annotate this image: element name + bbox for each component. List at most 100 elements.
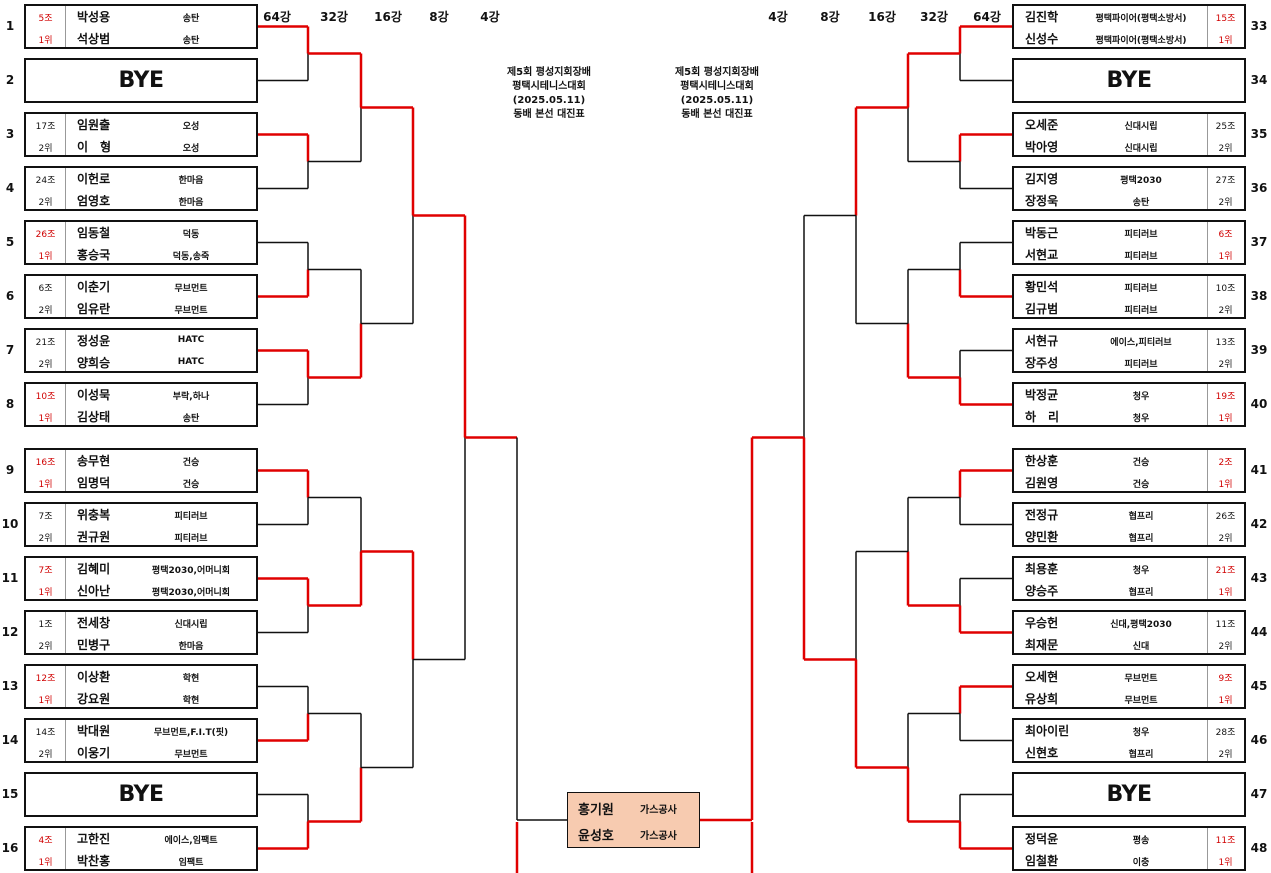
slot-number: 34 bbox=[1250, 73, 1268, 87]
player-name: 강요원 bbox=[77, 692, 111, 706]
round-header-left-4: 4강 bbox=[480, 10, 500, 24]
player-club: 협프리 bbox=[1128, 534, 1154, 544]
player-club: 건승 bbox=[1132, 480, 1150, 490]
player-name: 임원출 bbox=[77, 118, 111, 132]
player-name: 김원영 bbox=[1025, 476, 1059, 490]
rank-label: 1위 bbox=[38, 858, 53, 868]
group-divider bbox=[1207, 450, 1208, 491]
rank-label: 2위 bbox=[38, 144, 53, 154]
player-club: 무브먼트 bbox=[174, 306, 208, 316]
group-label: 7조 bbox=[38, 512, 53, 522]
rank-label: 2위 bbox=[1218, 306, 1233, 316]
player-club: 한마음 bbox=[178, 176, 204, 186]
group-divider bbox=[1207, 6, 1208, 47]
player-name: 서현교 bbox=[1025, 248, 1059, 262]
round-header-right-32: 32강 bbox=[920, 10, 948, 24]
group-label: 21조 bbox=[1215, 566, 1236, 576]
group-label: 4조 bbox=[38, 836, 53, 846]
group-label: 27조 bbox=[1215, 176, 1236, 186]
player-name: 김지영 bbox=[1025, 172, 1059, 186]
player-club: 무브먼트 bbox=[1124, 696, 1158, 706]
title-line: 동배 본선 대진표 bbox=[513, 109, 585, 120]
player-name: 이웅기 bbox=[77, 746, 111, 760]
rank-label: 1위 bbox=[1218, 252, 1233, 262]
bye-label: BYE bbox=[1106, 68, 1152, 93]
title-line: 동배 본선 대진표 bbox=[681, 109, 753, 120]
player-name: 신아난 bbox=[77, 584, 111, 598]
group-label: 12조 bbox=[35, 674, 56, 684]
rank-label: 2위 bbox=[1218, 750, 1233, 760]
rank-label: 1위 bbox=[38, 252, 53, 262]
player-name: 오세준 bbox=[1025, 118, 1059, 132]
round-header-left-16: 16강 bbox=[374, 10, 402, 24]
slot-number: 16 bbox=[1, 841, 19, 855]
group-label: 13조 bbox=[1215, 338, 1236, 348]
group-label: 7조 bbox=[38, 566, 53, 576]
player-club: 무브먼트 bbox=[174, 750, 208, 760]
group-divider bbox=[1207, 828, 1208, 869]
player-name: 고한진 bbox=[77, 832, 111, 846]
round-header-right-64: 64강 bbox=[973, 10, 1001, 24]
group-divider bbox=[1207, 666, 1208, 707]
player-name: 김진학 bbox=[1025, 10, 1059, 24]
group-divider bbox=[1207, 612, 1208, 653]
rank-label: 2위 bbox=[1218, 360, 1233, 370]
player-club: 청우 bbox=[1132, 392, 1150, 402]
rank-label: 1위 bbox=[1218, 480, 1233, 490]
player-club: HATC bbox=[177, 335, 205, 345]
round-header-left-32: 32강 bbox=[320, 10, 348, 24]
player-club: 평택파이어(평택소방서) bbox=[1095, 36, 1187, 46]
player-name: 이상환 bbox=[77, 670, 111, 684]
slot-number: 5 bbox=[5, 235, 15, 249]
player-club: 신대시립 bbox=[174, 620, 208, 630]
slot-number: 42 bbox=[1250, 517, 1268, 531]
player-club: 평택파이어(평택소방서) bbox=[1095, 14, 1187, 24]
player-name: 이성묵 bbox=[77, 388, 111, 402]
group-label: 26조 bbox=[35, 230, 56, 240]
group-divider bbox=[1207, 504, 1208, 545]
round-header-left-8: 8강 bbox=[429, 10, 449, 24]
group-label: 6조 bbox=[1218, 230, 1233, 240]
title-line: 평택시테니스대회 bbox=[680, 81, 754, 92]
rank-label: 2위 bbox=[1218, 534, 1233, 544]
group-label: 1조 bbox=[38, 620, 53, 630]
player-club: 덕동,송죽 bbox=[172, 252, 210, 262]
player-name: 오세현 bbox=[1025, 670, 1059, 684]
rank-label: 2위 bbox=[38, 360, 53, 370]
group-divider bbox=[1207, 222, 1208, 263]
player-club: 무브먼트,F.I.T(핏) bbox=[153, 728, 229, 738]
player-club: 오성 bbox=[182, 122, 200, 132]
player-name: 전정규 bbox=[1025, 508, 1059, 522]
player-club: 평택2030,어머니회 bbox=[151, 588, 231, 598]
player-club: 건승 bbox=[1132, 458, 1150, 468]
player-name: 민병구 bbox=[77, 638, 111, 652]
slot-number: 6 bbox=[5, 289, 15, 303]
group-label: 28조 bbox=[1215, 728, 1236, 738]
tournament-title-right: 제5회 평성지회장배 평택시테니스대회 (2025.05.11) 동배 본선 대… bbox=[647, 66, 787, 122]
finalist-name: 윤성호 bbox=[578, 829, 614, 844]
slot-number: 8 bbox=[5, 397, 15, 411]
group-divider bbox=[65, 828, 66, 869]
player-name: 엄영호 bbox=[77, 194, 111, 208]
player-club: 덕동 bbox=[182, 230, 200, 240]
rank-label: 2위 bbox=[38, 534, 53, 544]
player-name: 임동철 bbox=[77, 226, 111, 240]
player-club: 청우 bbox=[1132, 728, 1150, 738]
group-label: 11조 bbox=[1215, 836, 1236, 846]
finalist-name: 홍기원 bbox=[578, 803, 614, 818]
player-club: 신대시립 bbox=[1124, 122, 1158, 132]
player-name: 김상태 bbox=[77, 410, 111, 424]
player-name: 박찬홍 bbox=[77, 854, 111, 868]
group-divider bbox=[65, 450, 66, 491]
player-club: HATC bbox=[177, 357, 205, 367]
group-label: 5조 bbox=[38, 14, 53, 24]
rank-label: 2위 bbox=[1218, 642, 1233, 652]
